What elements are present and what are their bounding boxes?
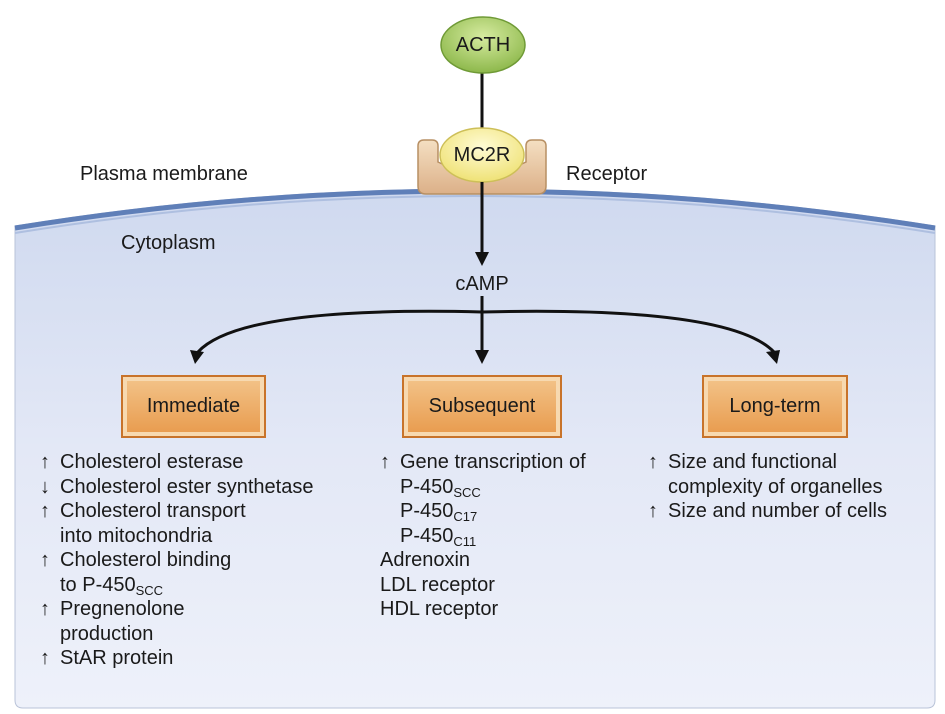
acth-node [440,16,526,74]
plasma-membrane-label: Plasma membrane [80,163,248,185]
long-term-title: Long-term [729,395,821,417]
list-item: ↑Size and number of cells [648,500,888,522]
list-item: ↑Size and functional [648,451,838,473]
list-item: to P-450SCC [60,573,164,598]
subsequent-effects-list: ↑Gene transcription of P-450SCC P-450C17… [380,450,586,622]
list-item: into mitochondria [60,524,213,547]
list-item: ↑Cholesterol esterase [40,451,244,473]
list-item: ↑Cholesterol transport [40,500,246,522]
camp-label: cAMP [455,273,509,295]
list-item: HDL receptor [380,598,499,620]
list-item: P-450C11 [400,524,477,549]
arrow-to-immediate [196,309,483,354]
list-item: P-450C17 [400,500,478,524]
list-item: Adrenoxin [380,549,471,571]
list-item: complexity of organelles [668,475,883,498]
list-item: LDL receptor [380,573,495,596]
receptor-label: Receptor [566,163,648,185]
arrow-to-long-term [481,309,776,354]
list-item: ↑StAR protein [40,647,174,669]
list-item: ↑Cholesterol binding [40,549,232,571]
immediate-effects-list: ↑Cholesterol esterase ↓Cholesterol ester… [40,450,313,671]
list-item: ↓Cholesterol ester synthetase [40,475,314,498]
receptor-shape [417,139,547,195]
long-term-effects-list: ↑Size and functional complexity of organ… [648,450,887,524]
mc2r-label: MC2R [453,144,511,166]
subsequent-box: Subsequent [402,375,562,438]
list-item: ↑Gene transcription of [380,451,586,473]
acth-label: ACTH [455,34,511,56]
subsequent-title: Subsequent [428,395,536,417]
immediate-title: Immediate [146,395,241,417]
long-term-box: Long-term [702,375,848,438]
cytoplasm-label: Cytoplasm [121,232,216,254]
list-item: production [60,622,154,645]
arrow-to-subsequent [475,350,489,364]
immediate-box: Immediate [121,375,266,438]
list-item: ↑Pregnenolone [40,598,185,620]
list-item: P-450SCC [400,475,481,500]
